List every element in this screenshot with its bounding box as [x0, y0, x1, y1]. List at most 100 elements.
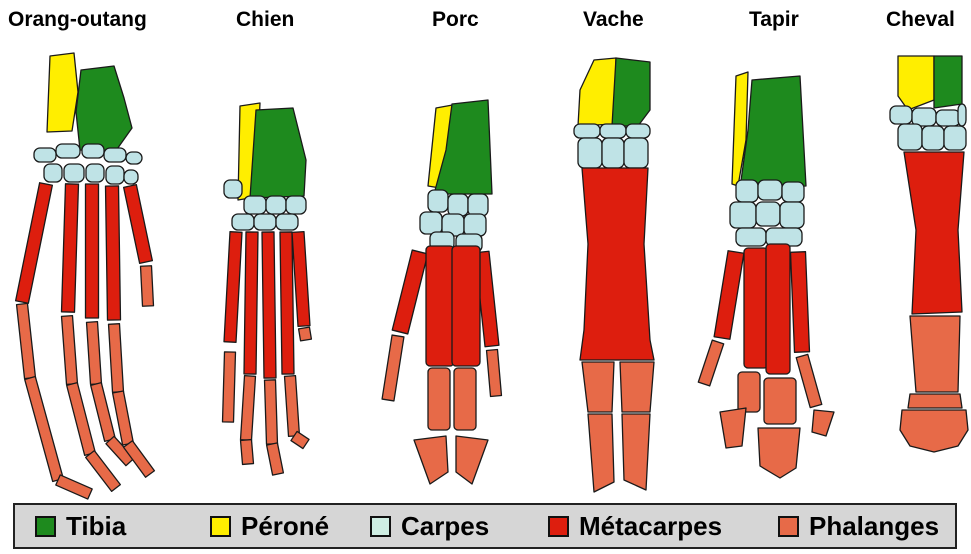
phalanx-bone: [908, 394, 962, 408]
phalanx-bone: [62, 316, 78, 385]
metacarpal-bone: [292, 232, 310, 327]
legend-swatch-metacarpes: [548, 516, 569, 537]
limb-orang-outang: [16, 53, 155, 499]
tibia: [740, 76, 806, 188]
metacarpal-bone: [262, 232, 276, 378]
carpal-bone: [944, 126, 966, 150]
hoof-phalanx: [900, 410, 968, 452]
metacarpal-bone: [426, 246, 454, 366]
hoof-phalanx: [758, 428, 800, 478]
tibia: [250, 108, 306, 198]
legend-label-metacarpes: Métacarpes: [579, 511, 722, 542]
hoof-phalanx: [588, 414, 614, 492]
phalanx-bone: [86, 451, 121, 492]
title-chien: Chien: [236, 8, 294, 32]
carpal-bone: [34, 148, 56, 162]
carpal-bone: [86, 164, 104, 182]
legend-label-tibia: Tibia: [66, 511, 126, 542]
carpal-bone: [624, 138, 648, 168]
phalanx-bone: [17, 303, 36, 378]
legend: Tibia Péroné Carpes Métacarpes Phalanges: [13, 503, 957, 549]
carpal-bone: [232, 214, 254, 230]
metacarpal-bone: [791, 252, 810, 353]
phalanx-bone: [91, 383, 116, 442]
hoof-phalanx: [720, 408, 746, 448]
phalanx-bone: [382, 335, 404, 401]
carpal-bone: [82, 144, 104, 158]
metacarpal-bone: [392, 250, 428, 334]
carpal-bone: [428, 190, 448, 212]
carpal-bone: [244, 196, 266, 214]
limb-diagrams: [0, 40, 971, 500]
carpal-bone: [124, 170, 138, 184]
carpal-bone: [104, 148, 126, 162]
tibia: [76, 66, 132, 152]
metacarpal-bone: [224, 232, 242, 343]
carpal-bone: [578, 138, 602, 168]
metacarpal-bone: [452, 246, 480, 366]
carpal-bone: [420, 212, 442, 234]
limb-chien: [223, 103, 312, 475]
carpal-bone: [780, 202, 804, 228]
legend-label-phalanges: Phalanges: [809, 511, 939, 542]
carpal-bone: [626, 124, 650, 138]
metacarpal-bone: [580, 168, 654, 360]
title-tapir: Tapir: [749, 8, 799, 32]
metacarpal-bone: [904, 152, 964, 314]
tibia: [612, 58, 650, 126]
phalanx-bone: [796, 354, 822, 407]
phalanx-bone: [223, 352, 236, 422]
phalanx-bone: [241, 376, 256, 441]
metacarpal-bone: [244, 232, 258, 374]
perone: [898, 56, 934, 110]
limb-cheval: [890, 56, 968, 452]
phalanx-bone: [113, 391, 134, 445]
carpal-bone: [468, 194, 488, 216]
phalanx-bone: [56, 475, 92, 499]
phalanx-bone: [299, 327, 312, 341]
carpal-bone: [730, 202, 756, 228]
legend-label-perone: Péroné: [241, 511, 329, 542]
carpal-bone: [574, 124, 600, 138]
metacarpal-bone: [16, 183, 53, 304]
legend-item-perone: Péroné: [210, 505, 329, 547]
carpal-bone: [464, 214, 486, 236]
metacarpal-bone: [62, 184, 79, 312]
phalanx-bone: [738, 372, 760, 412]
metacarpal-bone: [714, 251, 744, 340]
phalanx-bone: [487, 350, 502, 397]
carpal-bone: [126, 152, 142, 164]
carpal-bone: [224, 180, 242, 198]
phalanx-bone: [109, 324, 124, 393]
carpal-bone: [44, 164, 62, 182]
carpal-bone: [782, 182, 804, 202]
carpal-bone: [254, 214, 276, 230]
carpal-bone: [276, 214, 298, 230]
metacarpal-bone: [280, 232, 294, 374]
limb-tapir: [698, 72, 834, 478]
title-vache: Vache: [583, 8, 644, 32]
phalanx-bone: [87, 322, 102, 385]
carpal-bone: [912, 108, 936, 126]
tibia: [934, 56, 962, 108]
legend-item-metacarpes: Métacarpes: [548, 505, 722, 547]
animal-titles: Orang-outang Chien Porc Vache Tapir Chev…: [0, 0, 971, 40]
metacarpal-bone: [106, 186, 121, 320]
phalanx-bone: [285, 376, 300, 437]
carpal-bone: [106, 166, 124, 184]
carpal-bone: [64, 164, 84, 182]
title-porc: Porc: [432, 8, 479, 32]
carpal-bone: [56, 144, 80, 158]
legend-swatch-tibia: [35, 516, 56, 537]
carpal-bone: [766, 228, 802, 246]
phalanx-bone: [265, 380, 278, 444]
phalanx-bone: [428, 368, 450, 430]
hoof-phalanx: [456, 436, 488, 484]
carpal-bone: [266, 196, 286, 214]
legend-swatch-carpes: [370, 516, 391, 537]
title-orang-outang: Orang-outang: [8, 8, 147, 32]
legend-swatch-perone: [210, 516, 231, 537]
phalanx-bone: [25, 377, 64, 482]
phalanx-bone: [582, 362, 614, 412]
hoof-phalanx: [414, 436, 448, 484]
